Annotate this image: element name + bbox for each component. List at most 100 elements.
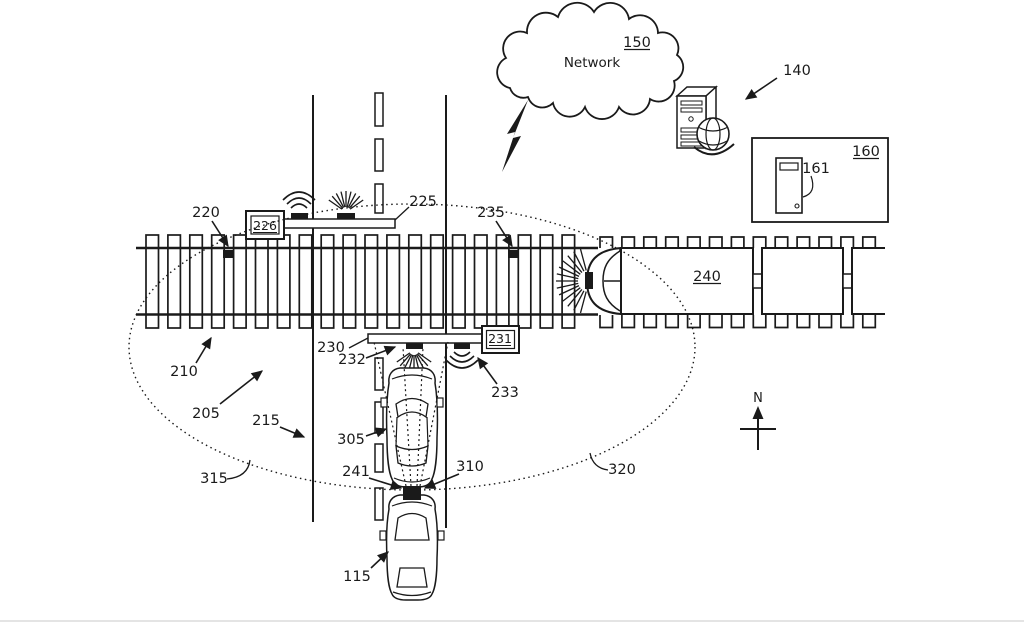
arrow-sensor-left xyxy=(211,220,229,248)
light-ray xyxy=(579,248,587,271)
tie-end-bottom xyxy=(708,315,723,329)
tie-end-top xyxy=(730,236,745,248)
ref-road: 215 xyxy=(252,413,280,429)
locomotive-windshield xyxy=(602,250,621,312)
train-car-1 xyxy=(620,247,754,315)
railroad-tie xyxy=(298,234,313,329)
railroad-tie xyxy=(517,234,532,329)
arrow-sensor-right xyxy=(495,220,513,248)
railroad-tie xyxy=(320,234,335,329)
rails xyxy=(136,246,598,316)
light-ray xyxy=(347,193,357,208)
railroad-tie xyxy=(210,234,226,329)
ref-bed: 205 xyxy=(192,406,220,422)
tie-end-bottom xyxy=(818,315,833,329)
ref-zone-right: 320 xyxy=(608,462,636,478)
wifi-icon-south xyxy=(445,351,479,369)
tie-end-bottom xyxy=(774,315,789,329)
train-car-3 xyxy=(851,247,885,315)
tie-end-bottom xyxy=(599,315,614,329)
railroad-tie xyxy=(539,234,554,329)
tie-end-bottom xyxy=(840,315,855,329)
light-ray xyxy=(346,191,352,208)
tie-end-top xyxy=(840,236,855,248)
light-ray xyxy=(335,193,345,208)
tie-end-top xyxy=(708,236,723,248)
wayside-computer-leader xyxy=(802,175,814,198)
light-ray xyxy=(562,260,581,275)
ref-gate-light-south: 232 xyxy=(338,352,366,368)
south-gate-assembly xyxy=(367,325,520,371)
railroad-tie xyxy=(429,234,445,329)
gate-controller-north-box xyxy=(245,210,285,240)
tie-end-top xyxy=(664,236,680,248)
tie-end-bottom xyxy=(752,315,767,329)
compass-arrowhead xyxy=(752,406,764,419)
remote-server xyxy=(675,85,735,156)
light-ray xyxy=(417,352,432,363)
tie-end-top xyxy=(818,236,833,248)
car-trunk-line xyxy=(392,591,432,597)
arrow-bed xyxy=(219,370,264,405)
leader-lines xyxy=(226,206,609,480)
server-power-button xyxy=(688,116,694,122)
light-ray xyxy=(573,251,585,272)
tie-end-bottom xyxy=(642,315,658,329)
light-ray xyxy=(573,290,585,311)
arrow-road xyxy=(279,426,306,438)
railroad-ties xyxy=(145,234,576,329)
arrow-lead-vehicle xyxy=(365,427,388,438)
car-mirror-left xyxy=(380,397,388,408)
compass-north xyxy=(740,406,776,450)
headlight-rays-icon xyxy=(556,248,587,314)
car-trunk-line xyxy=(393,477,431,483)
ref-ego-vehicle: 115 xyxy=(343,569,371,585)
lightning-bolt-icon xyxy=(502,100,528,172)
light-ray xyxy=(558,266,580,277)
car-mirror-right xyxy=(437,530,445,541)
ref-gate-controller-north: 226 xyxy=(253,218,277,233)
tie-end-bottom xyxy=(730,315,745,329)
gate-sensor-south xyxy=(454,343,470,349)
tie-end-bottom xyxy=(861,315,877,329)
light-ray xyxy=(556,273,579,280)
arrow-camera xyxy=(423,473,460,489)
light-ray xyxy=(567,255,583,274)
light-ray xyxy=(348,195,361,209)
train-car-2 xyxy=(761,247,844,315)
car-mirror-right xyxy=(436,397,444,408)
north-gate-assembly xyxy=(245,191,396,240)
tie-end-bottom xyxy=(621,315,636,329)
wayside-box xyxy=(751,137,889,223)
network-cloud xyxy=(496,1,685,120)
tie-end-top xyxy=(642,236,658,248)
car-coupler-1 xyxy=(752,273,763,289)
gate-arm-north xyxy=(283,218,396,229)
car-windshield xyxy=(395,397,429,419)
arrow-gate-wireless xyxy=(477,356,498,385)
tie-end-top xyxy=(621,236,636,248)
gate-light-south xyxy=(406,343,423,349)
railroad-tie xyxy=(342,234,357,329)
train xyxy=(556,246,885,316)
track-sensor-right xyxy=(508,250,519,258)
light-ray xyxy=(399,353,412,367)
railroad-tie-ends xyxy=(599,236,877,329)
ref-train: 240 xyxy=(693,269,721,285)
tie-end-bottom xyxy=(796,315,811,329)
gate-controller-south-box xyxy=(481,325,520,354)
light-ray xyxy=(567,288,583,307)
railroad-tie xyxy=(407,234,423,329)
light-ray xyxy=(556,282,579,289)
ref-lead-vehicle: 305 xyxy=(337,432,365,448)
ref-sensor-right: 235 xyxy=(477,205,505,221)
light-ray xyxy=(331,195,344,209)
globe-orbit-swoosh xyxy=(693,143,735,156)
road-center-dashes xyxy=(374,92,384,521)
ref-wayside-computer: 161 xyxy=(802,161,830,177)
railroad-tie xyxy=(451,234,466,329)
leader-gate-south xyxy=(348,337,369,349)
ref-sensor-left: 220 xyxy=(192,205,220,221)
leader-zone-left xyxy=(226,459,251,480)
arrow-ego-vehicle xyxy=(370,551,389,569)
